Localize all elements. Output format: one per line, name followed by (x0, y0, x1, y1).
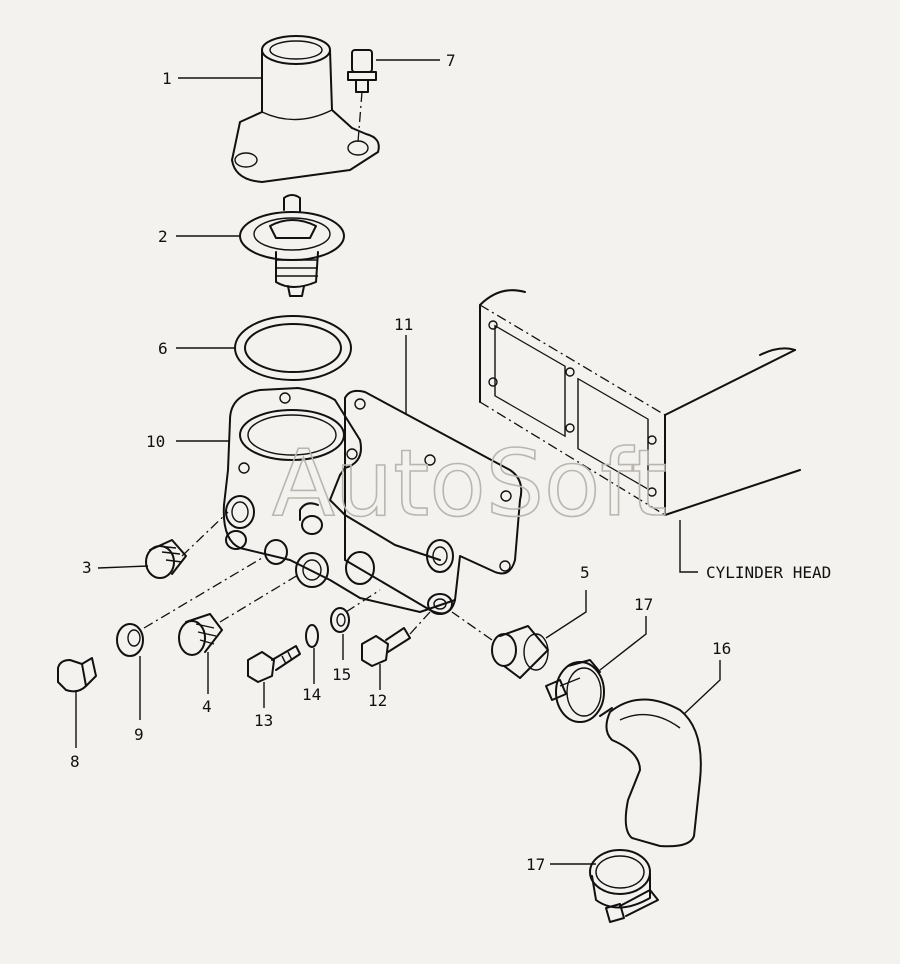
cylinder-head-block (479, 289, 801, 516)
part-3-plug (145, 511, 229, 579)
part-6-ring-gasket (234, 315, 352, 381)
callout-15: 15 (332, 665, 351, 684)
part-14-spring-washer (305, 624, 319, 648)
callout-14: 14 (302, 685, 321, 704)
callout-7: 7 (446, 51, 456, 70)
callout-8: 8 (70, 752, 80, 771)
part-8-plug-bolt (57, 657, 97, 693)
callout-1: 1 (162, 69, 172, 88)
part-16-hose (605, 698, 702, 848)
part-17-hose-clamp-lower (589, 849, 659, 923)
part-15-washer (330, 589, 381, 633)
callout-leaders (75, 59, 721, 865)
callout-3: 3 (82, 558, 92, 577)
callout-10: 10 (146, 432, 165, 451)
callout-2: 2 (158, 227, 168, 246)
watermark: AutoSoft (272, 430, 667, 537)
part-13-bolt (247, 645, 301, 683)
callout-4: 4 (202, 697, 212, 716)
callout-12: 12 (368, 691, 387, 710)
part-2-thermostat (239, 194, 345, 297)
cylinder-head-label: CYLINDER HEAD (706, 563, 831, 582)
callout-5: 5 (580, 563, 590, 582)
callout-16: 16 (712, 639, 731, 658)
callout-9: 9 (134, 725, 144, 744)
callout-17-lower: 17 (526, 855, 545, 874)
callout-17-upper: 17 (634, 595, 653, 614)
part-10-outlet-body (222, 387, 456, 615)
part-9-washer (116, 557, 263, 657)
part-5-pipe (451, 611, 549, 679)
part-4-plug (178, 574, 299, 656)
part-17-hose-clamp-upper (545, 659, 613, 723)
callout-labels: 1 2 3 4 5 6 7 8 9 10 11 12 13 14 15 16 1… (70, 51, 831, 874)
callout-6: 6 (158, 339, 168, 358)
part-1-thermostat-cover (231, 35, 380, 183)
callout-13: 13 (254, 711, 273, 730)
part-12-bolt (361, 611, 431, 667)
callout-11: 11 (394, 315, 413, 334)
part-7-bolt (347, 49, 377, 143)
